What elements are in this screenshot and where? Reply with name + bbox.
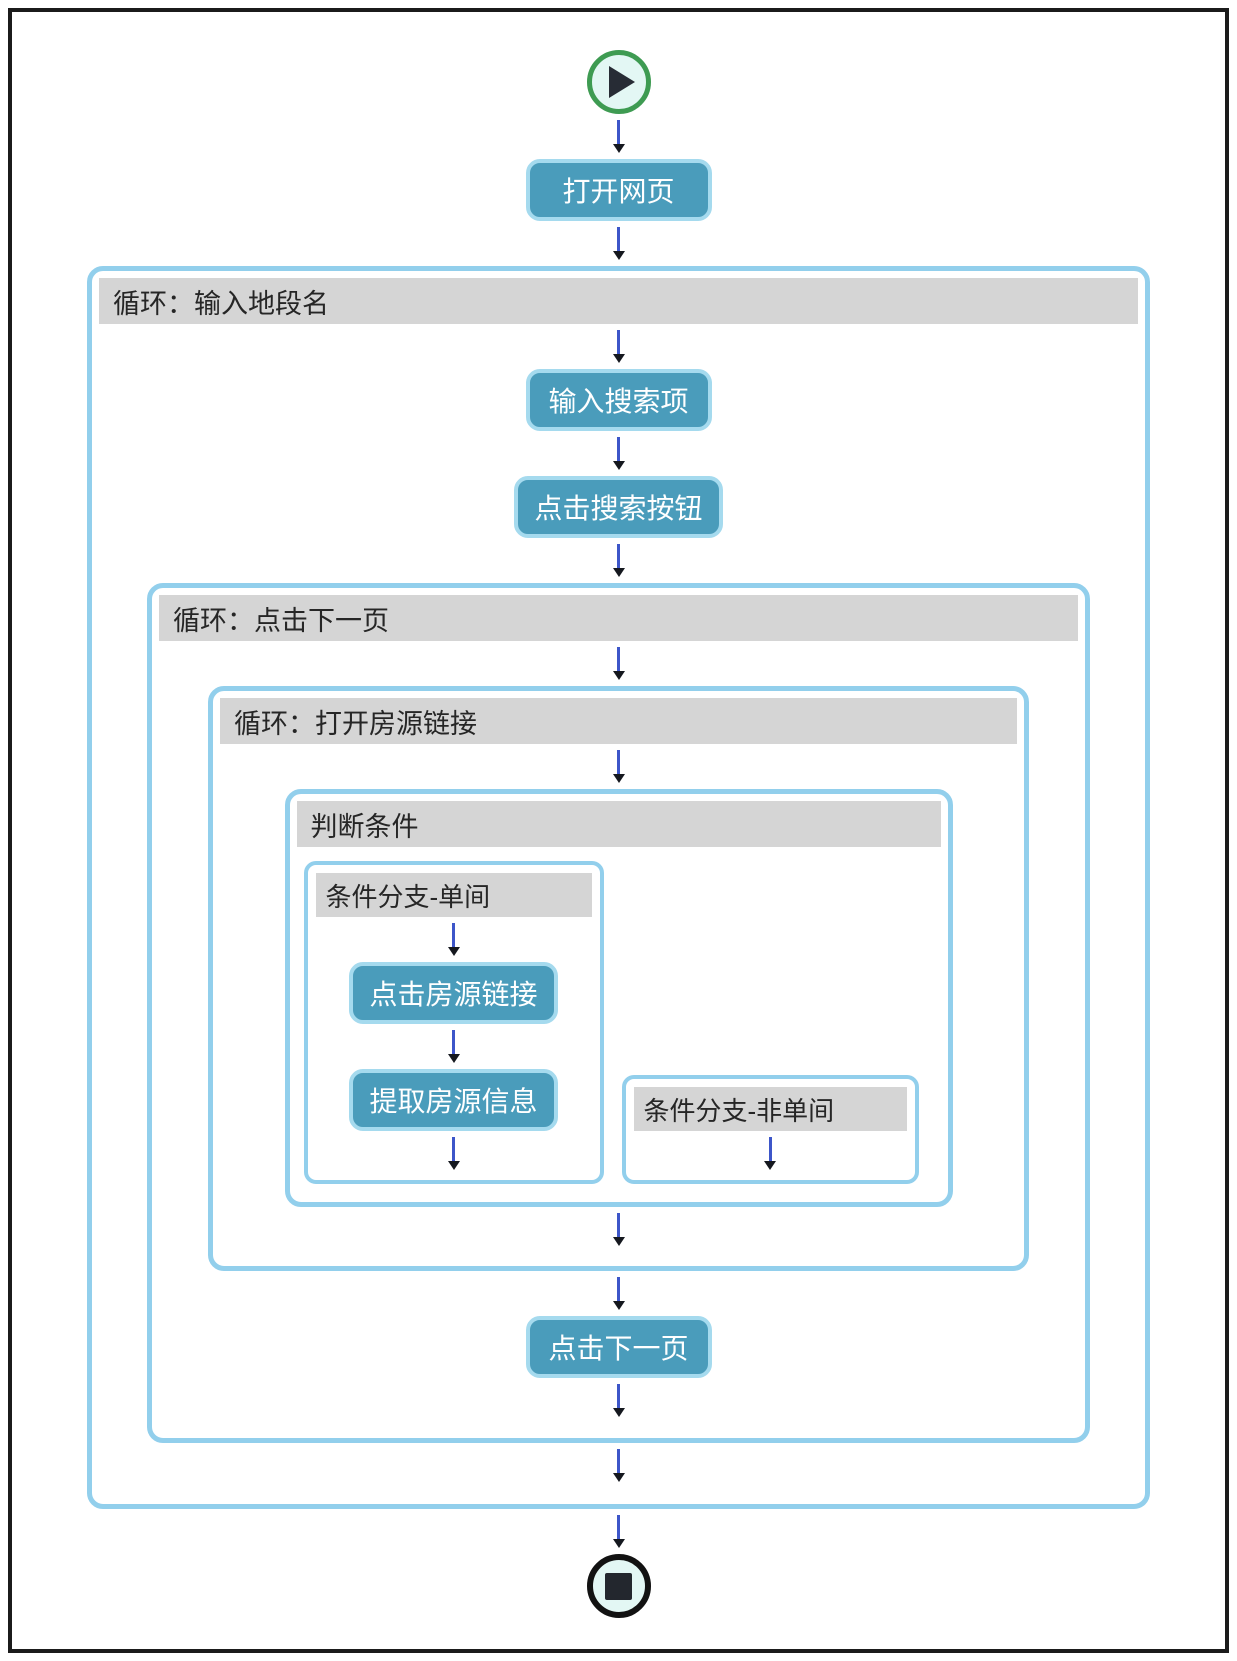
arrow-down-icon	[612, 1449, 625, 1482]
start-node[interactable]	[586, 50, 651, 114]
condition-block-header[interactable]: 判断条件	[296, 801, 941, 847]
workflow-canvas: 打开网页 循环：输入地段名 输入搜索项 点击搜索按钮 循环：点击下一页 循环：打…	[8, 8, 1229, 1653]
loop-enter-district: 循环：输入地段名 输入搜索项 点击搜索按钮 循环：点击下一页 循环：打开房源链接…	[87, 266, 1150, 1509]
arrow-down-icon	[612, 647, 625, 680]
branch-single-room: 条件分支-单间 点击房源链接 提取房源信息	[303, 861, 604, 1184]
arrow-down-icon	[447, 1030, 460, 1063]
arrow-down-icon	[612, 750, 625, 783]
arrow-down-icon	[612, 1515, 625, 1548]
loop-open-listing-links-header[interactable]: 循环：打开房源链接	[220, 698, 1017, 744]
branch-not-single-room: 条件分支-非单间	[621, 1075, 919, 1184]
loop-click-next-page-header[interactable]: 循环：点击下一页	[159, 595, 1078, 641]
step-extract-listing-info[interactable]: 提取房源信息	[349, 1069, 558, 1131]
arrow-down-icon	[612, 437, 625, 470]
step-open-webpage[interactable]: 打开网页	[525, 159, 712, 221]
condition-branches: 条件分支-单间 点击房源链接 提取房源信息 条件分支-非单间	[297, 861, 941, 1184]
branch-not-single-room-header[interactable]: 条件分支-非单间	[633, 1087, 907, 1131]
loop-open-listing-links: 循环：打开房源链接 判断条件 条件分支-单间 点击房源链接 提取房源信息	[208, 686, 1029, 1271]
end-node[interactable]	[586, 1554, 651, 1618]
arrow-down-icon	[612, 330, 625, 363]
arrow-down-icon	[612, 1384, 625, 1417]
step-click-next-page[interactable]: 点击下一页	[525, 1316, 712, 1378]
play-icon	[609, 66, 635, 98]
branch-single-room-header[interactable]: 条件分支-单间	[315, 873, 592, 917]
stop-icon	[605, 1572, 632, 1600]
arrow-down-icon	[447, 1137, 460, 1170]
step-enter-search-term[interactable]: 输入搜索项	[525, 369, 712, 431]
arrow-down-icon	[612, 227, 625, 260]
arrow-down-icon	[447, 923, 460, 956]
arrow-down-icon	[612, 120, 625, 153]
arrow-down-icon	[612, 544, 625, 577]
loop-click-next-page: 循环：点击下一页 循环：打开房源链接 判断条件 条件分支-单间 点击房源链接 提…	[147, 583, 1090, 1443]
step-click-search-button[interactable]: 点击搜索按钮	[514, 476, 723, 538]
arrow-down-icon	[612, 1213, 625, 1246]
condition-block: 判断条件 条件分支-单间 点击房源链接 提取房源信息 条件分支-非单间	[284, 789, 953, 1207]
arrow-down-icon	[612, 1277, 625, 1310]
arrow-down-icon	[764, 1137, 776, 1170]
loop-enter-district-header[interactable]: 循环：输入地段名	[99, 278, 1138, 324]
step-click-listing-link[interactable]: 点击房源链接	[349, 962, 558, 1024]
